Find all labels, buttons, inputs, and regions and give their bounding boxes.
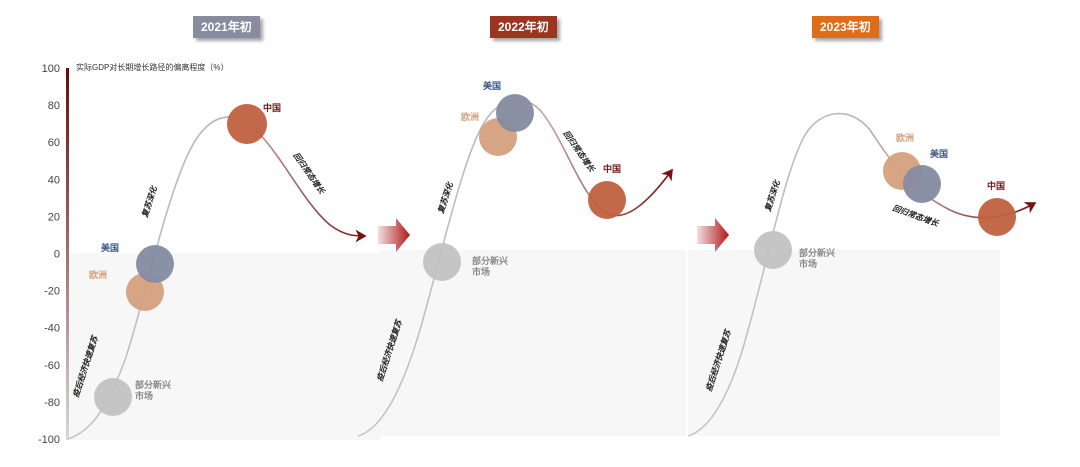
y-tick-label: -80: [44, 397, 60, 409]
y-tick-label: 100: [42, 63, 60, 75]
label-emerging: 市场: [135, 390, 153, 401]
bubble-china-2022: [588, 181, 626, 219]
label-usa: 美国: [101, 242, 119, 253]
y-tick-label: 80: [48, 100, 60, 112]
y-tick-label: -40: [44, 323, 60, 335]
y-tick-label: 0: [54, 249, 60, 261]
bubble-emerging-2023: [754, 231, 792, 269]
header-2023: 2023年初: [812, 16, 879, 38]
bubble-china-2023: [978, 198, 1016, 236]
curve-2023: [687, 112, 1037, 437]
y-tick-label: -20: [44, 286, 60, 298]
panel-bg-2022: [380, 250, 686, 436]
phase-label: 复苏深化: [140, 184, 159, 220]
label-china: 中国: [987, 180, 1005, 191]
phase-label: 回归常态增长: [891, 203, 940, 228]
y-axis-ticks: 100 80 60 40 20 0 -20 -40 -60 -80 -100: [38, 63, 60, 446]
label-europe: 欧洲: [89, 269, 107, 280]
phase-label: 回归常态增长: [561, 129, 596, 174]
panel-bg-2023: [688, 250, 1000, 436]
bubble-emerging-2022: [423, 243, 461, 281]
bubble-usa-2021: [136, 245, 174, 283]
label-usa: 美国: [483, 80, 501, 91]
transition-arrow-1: [378, 218, 410, 252]
label-china: 中国: [263, 102, 281, 113]
phase-label: 回归常态增长: [291, 151, 326, 196]
transition-arrow-2: [697, 218, 729, 252]
label-europe: 欧洲: [896, 132, 914, 143]
y-axis: [66, 68, 69, 440]
header-2021: 2021年初: [193, 16, 260, 38]
label-usa: 美国: [930, 148, 948, 159]
y-tick-label: -60: [44, 360, 60, 372]
y-tick-label: 40: [48, 174, 60, 186]
bubble-emerging-2021: [94, 378, 132, 416]
label-emerging: 市场: [799, 258, 817, 269]
label-emerging: 部分新兴: [135, 379, 171, 390]
y-tick-label: -100: [38, 434, 60, 446]
curve-2021: [67, 116, 367, 440]
y-tick-label: 20: [48, 211, 60, 223]
axis-title: 实际GDP对长期增长路径的偏离程度（%）: [76, 62, 228, 72]
label-emerging: 部分新兴: [472, 255, 508, 266]
bubble-usa-2023: [903, 165, 941, 203]
bubble-usa-2022: [496, 94, 534, 132]
label-emerging: 部分新兴: [799, 247, 835, 258]
bubble-china-2021: [227, 104, 267, 144]
label-emerging: 市场: [472, 266, 490, 277]
label-china: 中国: [603, 163, 621, 174]
label-europe: 欧洲: [461, 111, 479, 122]
y-tick-label: 60: [48, 137, 60, 149]
header-2022: 2022年初: [490, 16, 557, 38]
